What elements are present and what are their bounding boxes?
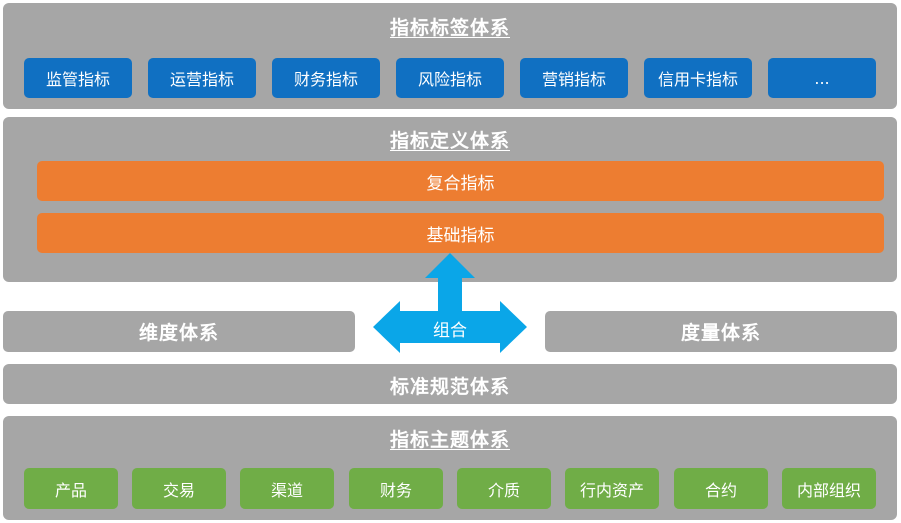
theme-system-title: 指标主题体系 [389,429,510,451]
tag-chip-marketing: 营销指标 [520,58,628,98]
standard-system-box: 标准规范体系 [3,364,897,404]
tag-chip-credit-card: 信用卡指标 [644,58,752,98]
tag-chip-more: ... [768,58,876,98]
theme-chip-product: 产品 [24,468,118,509]
theme-chip-channel: 渠道 [240,468,334,509]
composite-indicator-bar: 复合指标 [37,161,884,201]
theme-chip-bank-assets: 行内资产 [565,468,659,509]
tag-chip-operations: 运营指标 [148,58,256,98]
theme-chip-transaction: 交易 [132,468,226,509]
basic-indicator-bar: 基础指标 [37,213,884,253]
dimension-system-box: 维度体系 [3,311,355,352]
standard-system-title: 标准规范体系 [389,376,510,398]
tag-system-title: 指标标签体系 [389,17,510,39]
theme-chip-finance: 财务 [349,468,443,509]
combine-arrow-icon [373,253,527,353]
theme-chip-contract: 合约 [674,468,768,509]
tag-chip-risk: 风险指标 [396,58,504,98]
definition-system-title: 指标定义体系 [389,130,510,152]
measure-system-box: 度量体系 [545,311,897,352]
tag-chip-finance: 财务指标 [272,58,380,98]
theme-chip-internal-org: 内部组织 [782,468,876,509]
combine-arrow-shape [373,253,527,353]
combine-label: 组合 [433,321,467,341]
tag-chip-regulatory: 监管指标 [24,58,132,98]
theme-chip-medium: 介质 [457,468,551,509]
